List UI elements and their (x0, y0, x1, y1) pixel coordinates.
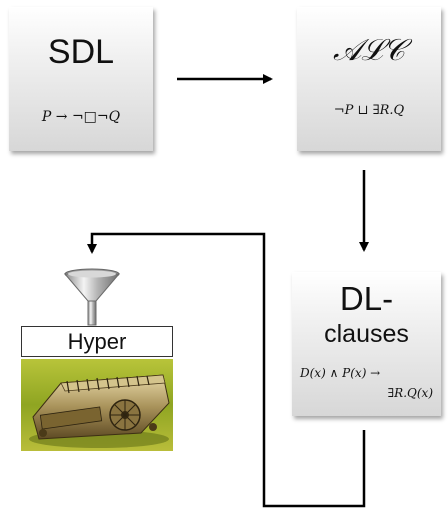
funnel-icon (63, 268, 121, 326)
sdl-box: SDL P → ¬□¬Q (9, 7, 153, 151)
alc-title: 𝒜ℒ𝒞 (332, 33, 406, 68)
sdl-title: SDL (47, 33, 115, 71)
arrow-dl-to-hyper (87, 232, 366, 508)
calculating-machine-image (21, 359, 173, 451)
dl-formula-line2: ∃R.Q(x) (387, 386, 433, 400)
dl-formula-line1: D(x) ∧ P(x) → (300, 366, 381, 380)
alc-box: 𝒜ℒ𝒞 ¬P ⊔ ∃R.Q (297, 7, 441, 151)
dl-title-line1: DL- (339, 280, 394, 317)
sdl-formula: P → ¬□¬Q (41, 109, 121, 125)
dl-title-line2: clauses (324, 320, 409, 348)
hyper-label: Hyper (21, 326, 173, 357)
dl-clauses-box: DL- clauses D(x) ∧ P(x) → ∃R.Q(x) (292, 272, 441, 416)
alc-formula: ¬P ⊔ ∃R.Q (333, 103, 405, 118)
